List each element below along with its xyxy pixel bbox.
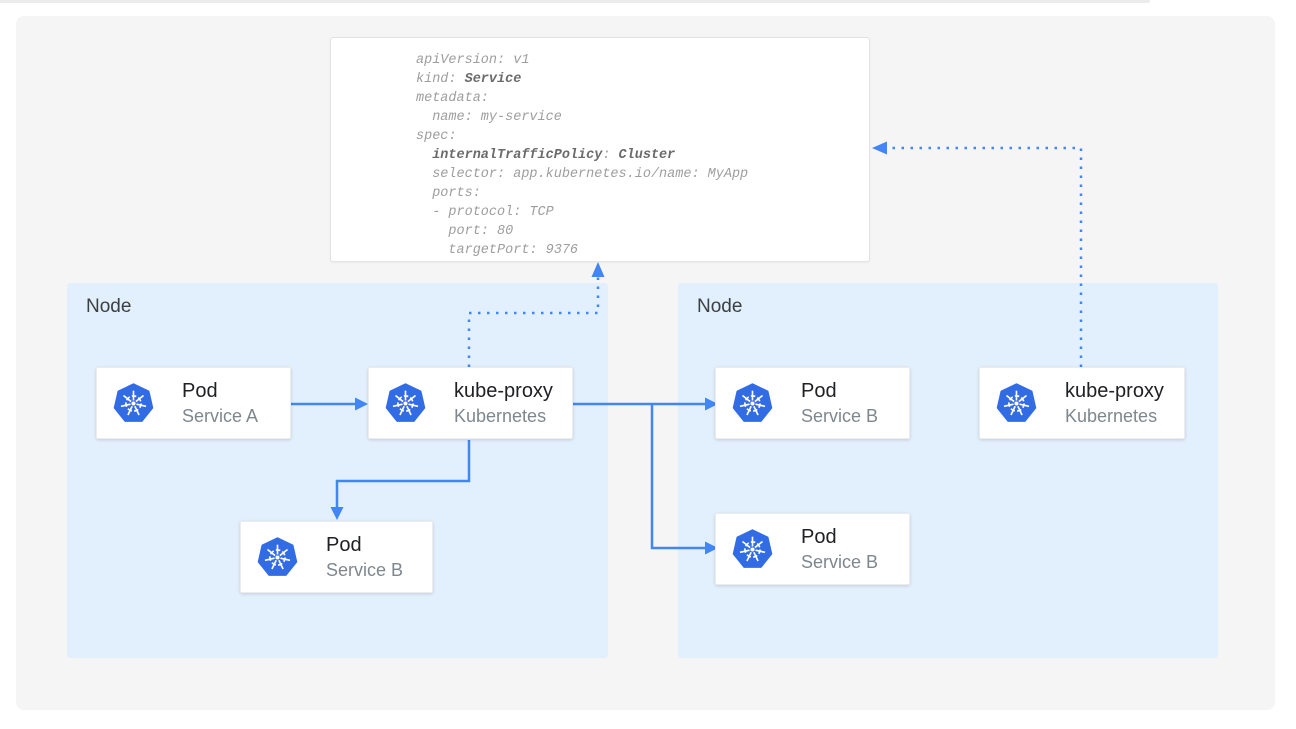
card-subtitle: Service B bbox=[801, 405, 879, 426]
yaml-line: internalTrafficPolicy: Cluster bbox=[432, 148, 676, 163]
yaml-line: selector: app.kubernetes.io/name: MyApp bbox=[416, 167, 749, 182]
yaml-line: port: 80 bbox=[416, 224, 514, 239]
kubernetes-icon bbox=[996, 382, 1037, 422]
card-title: kube-proxy bbox=[454, 379, 553, 402]
yaml-line: kind: Service bbox=[416, 72, 522, 87]
kubernetes-icon bbox=[257, 536, 298, 576]
yaml-line: - protocol: TCP bbox=[416, 205, 554, 220]
card-pod-service-a: Pod Service A bbox=[96, 367, 291, 439]
card-subtitle: Service B bbox=[801, 551, 879, 572]
node-box-left: Node bbox=[67, 283, 608, 658]
card-title: kube-proxy bbox=[1065, 379, 1164, 402]
node-box-right: Node bbox=[678, 283, 1218, 658]
yaml-line: name: my-service bbox=[416, 110, 562, 125]
yaml-line: apiVersion: v1 bbox=[416, 53, 530, 68]
card-subtitle: Kubernetes bbox=[454, 405, 547, 426]
card-title: Pod bbox=[801, 525, 837, 548]
card-subtitle: Kubernetes bbox=[1065, 405, 1158, 426]
node-label: Node bbox=[697, 296, 743, 317]
card-subtitle: Service B bbox=[326, 559, 404, 580]
yaml-line: targetPort: 9376 bbox=[416, 243, 579, 258]
kubernetes-icon bbox=[113, 382, 154, 422]
yaml-line: metadata: bbox=[416, 91, 489, 106]
node-label: Node bbox=[86, 296, 132, 317]
card-pod-service-b-right-top: Pod Service B bbox=[715, 367, 910, 439]
card-subtitle: Service A bbox=[182, 405, 259, 426]
card-kube-proxy-right: kube-proxy Kubernetes bbox=[979, 367, 1185, 439]
card-pod-service-b-right-bottom: Pod Service B bbox=[715, 513, 910, 585]
kubernetes-icon bbox=[732, 528, 773, 568]
service-yaml-box: apiVersion: v1 kind: Service metadata: nam… bbox=[330, 37, 870, 262]
card-kube-proxy-left: kube-proxy Kubernetes bbox=[368, 367, 573, 439]
service-yaml-code: apiVersion: v1 kind: Service metadata: nam… bbox=[416, 51, 748, 260]
top-divider-line bbox=[0, 0, 1150, 3]
card-title: Pod bbox=[182, 379, 218, 402]
kubernetes-icon bbox=[385, 382, 426, 422]
kubernetes-icon bbox=[732, 382, 773, 422]
card-title: Pod bbox=[801, 379, 837, 402]
card-pod-service-b-left: Pod Service B bbox=[240, 521, 433, 593]
card-title: Pod bbox=[326, 533, 362, 556]
yaml-line: ports: bbox=[416, 186, 481, 201]
yaml-line: spec: bbox=[416, 129, 457, 144]
